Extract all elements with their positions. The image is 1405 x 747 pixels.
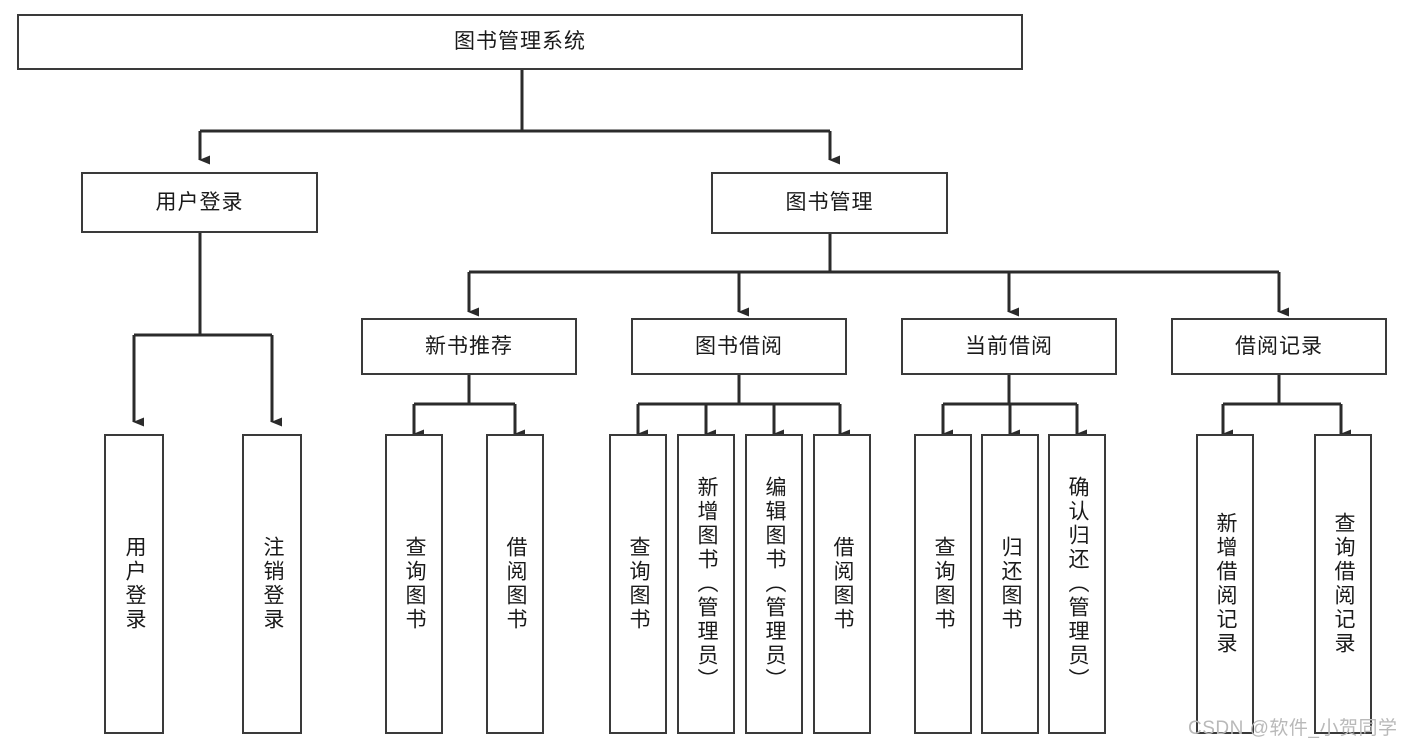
node-label: 注销登录 (261, 536, 285, 632)
node-root-book-management-system[interactable]: 图书管理系统 (17, 14, 1023, 70)
node-label: 用户登录 (123, 536, 147, 632)
node-current-borrow[interactable]: 当前借阅 (901, 318, 1117, 375)
node-book-management[interactable]: 图书管理 (711, 172, 948, 234)
node-label: 查询图书 (627, 536, 651, 632)
leaf-borrow-records-query-record[interactable]: 查询借阅记录 (1314, 434, 1372, 734)
leaf-book-borrow-add-book-admin[interactable]: 新增图书（管理员） (677, 434, 735, 734)
node-user-login[interactable]: 用户登录 (81, 172, 318, 233)
node-book-borrow[interactable]: 图书借阅 (631, 318, 847, 375)
node-label: 用户登录 (155, 190, 244, 214)
leaf-current-borrow-return-book[interactable]: 归还图书 (981, 434, 1039, 734)
node-label: 借阅图书 (504, 536, 528, 632)
leaf-current-borrow-query-book[interactable]: 查询图书 (914, 434, 972, 734)
node-label: 编辑图书（管理员） (763, 476, 787, 692)
leaf-new-book-query-book[interactable]: 查询图书 (385, 434, 443, 734)
leaf-book-borrow-query-book[interactable]: 查询图书 (609, 434, 667, 734)
node-label: 新增图书（管理员） (695, 476, 719, 692)
leaf-current-borrow-confirm-return-admin[interactable]: 确认归还（管理员） (1048, 434, 1106, 734)
node-label: 图书借阅 (695, 334, 783, 358)
node-label: 确认归还（管理员） (1066, 476, 1090, 692)
node-label: 当前借阅 (965, 334, 1053, 358)
node-label: 借阅图书 (831, 536, 855, 632)
node-label: 新增借阅记录 (1214, 512, 1238, 656)
leaf-user-login-logout[interactable]: 注销登录 (242, 434, 302, 734)
leaf-book-borrow-borrow-book[interactable]: 借阅图书 (813, 434, 871, 734)
leaf-book-borrow-edit-book-admin[interactable]: 编辑图书（管理员） (745, 434, 803, 734)
node-label: 图书管理系统 (454, 30, 586, 54)
node-label: 查询图书 (932, 536, 956, 632)
node-borrow-records[interactable]: 借阅记录 (1171, 318, 1387, 375)
node-label: 借阅记录 (1235, 334, 1323, 358)
node-label: 图书管理 (785, 191, 874, 215)
node-label: 查询图书 (403, 536, 427, 632)
node-new-book-recommend[interactable]: 新书推荐 (361, 318, 577, 375)
node-label: 归还图书 (999, 536, 1023, 632)
leaf-new-book-borrow-book[interactable]: 借阅图书 (486, 434, 544, 734)
leaf-user-login-login[interactable]: 用户登录 (104, 434, 164, 734)
leaf-borrow-records-add-record[interactable]: 新增借阅记录 (1196, 434, 1254, 734)
node-label: 查询借阅记录 (1332, 512, 1356, 656)
watermark-csdn: CSDN @软件_小贺同学 (1188, 718, 1398, 739)
node-label: 新书推荐 (425, 334, 513, 358)
